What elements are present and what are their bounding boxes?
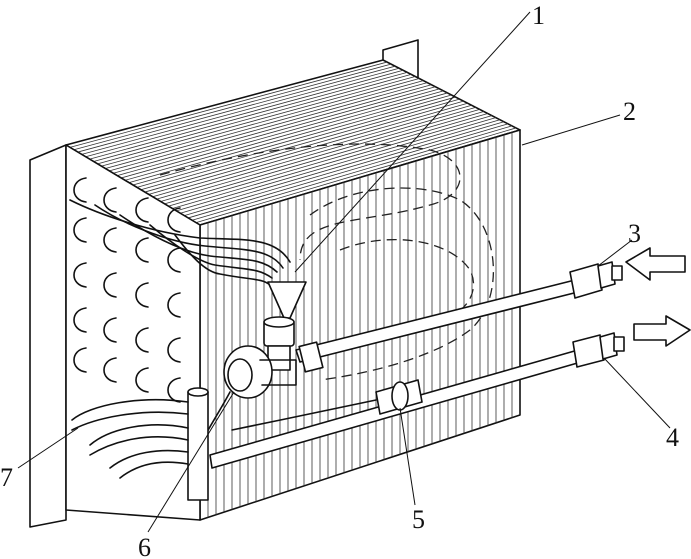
u-bend [103,227,117,253]
suction-header [187,387,209,501]
label-4: 4 [666,423,679,452]
u-bend [73,262,87,288]
tube-u-bends [73,177,181,403]
leader-lines [17,11,671,533]
u-bend [135,327,149,353]
u-bend [73,177,87,203]
u-bend [167,337,181,363]
u-bend [167,292,181,318]
label-5: 5 [412,505,425,534]
inlet-flow-arrow [625,247,686,281]
u-bend [103,187,117,213]
label-7: 7 [0,463,13,492]
u-bend [103,317,117,343]
lower-manifold-tubes [71,398,189,479]
capillary-tubes [69,199,291,286]
u-bend [73,347,87,373]
outlet-fitting [572,332,625,368]
u-bend [167,247,181,273]
left-mounting-plate [29,144,67,528]
u-bend [135,367,149,393]
u-bend [73,307,87,333]
label-2: 2 [623,97,636,126]
u-bend [135,197,149,223]
u-bend [135,282,149,308]
expansion-valve [187,345,297,496]
u-bend [103,272,117,298]
u-bend [103,357,117,383]
label-1: 1 [532,1,545,30]
inlet-fitting [569,261,623,299]
u-bend [73,217,87,243]
label-6: 6 [138,533,151,559]
label-3: 3 [628,219,641,248]
top-face [65,59,521,226]
outlet-flow-arrow [633,315,691,347]
u-bend [167,207,181,233]
u-bend [135,237,149,263]
sensing-bulb [231,379,423,431]
